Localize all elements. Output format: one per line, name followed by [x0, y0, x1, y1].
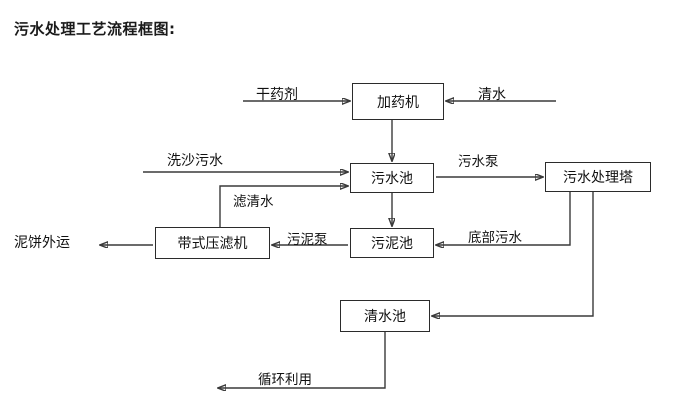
node-label: 污水处理塔 [563, 170, 633, 186]
node-treatment-tower[interactable]: 污水处理塔 [545, 162, 651, 192]
edge-label-bottom-sewage: 底部污水 [468, 230, 522, 246]
node-wastewater-pool[interactable]: 污水池 [350, 163, 434, 193]
edge-label-sewage-pump: 污水泵 [458, 154, 499, 170]
node-label: 污泥池 [371, 236, 413, 252]
edge-label-recycle-reuse: 循环利用 [258, 372, 312, 388]
node-sludge-pool[interactable]: 污泥池 [350, 228, 434, 258]
terminal-mud-cake-outbound: 泥饼外运 [14, 235, 70, 251]
node-label: 污水池 [371, 171, 413, 187]
page-title: 污水处理工艺流程框图: [14, 20, 176, 38]
wire-bottom-sewage-to-sludge-pool [436, 192, 571, 245]
terminal-sand-wash-sewage: 洗沙污水 [167, 153, 223, 169]
node-label: 带式压滤机 [177, 236, 248, 252]
node-label: 加药机 [377, 94, 419, 111]
node-belt-filter-press[interactable]: 带式压滤机 [155, 227, 270, 259]
node-dosing-machine[interactable]: 加药机 [352, 83, 444, 120]
wire-tower-to-clearwater-pool [432, 192, 594, 316]
node-label: 清水池 [364, 309, 406, 325]
terminal-clean-water: 清水 [478, 87, 506, 103]
wire-clearwater-to-recycle [218, 332, 386, 388]
terminal-dry-chemical: 干药剂 [256, 87, 298, 103]
edge-label-filtered-clear-water: 滤清水 [233, 194, 274, 210]
wire-filtered-water-to-wastewater-pool [219, 186, 348, 227]
edge-label-sludge-pump: 污泥泵 [287, 232, 328, 248]
node-clear-water-pool[interactable]: 清水池 [340, 300, 430, 332]
